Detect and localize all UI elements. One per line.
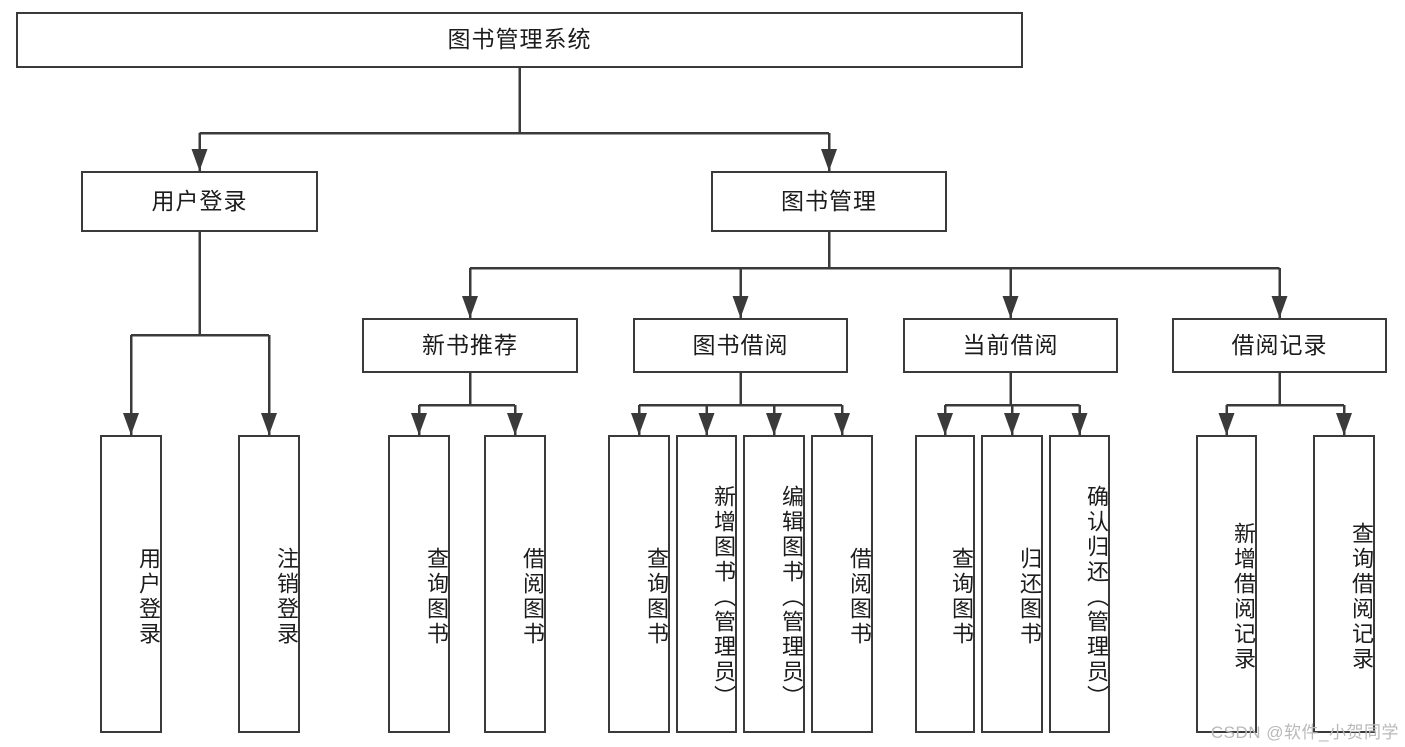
arrow-head-icon [1071, 413, 1088, 435]
node-l1a: 用户登录 [81, 171, 318, 232]
arrow-head-icon [1271, 296, 1288, 318]
node-label: 编辑图书（管理员） [779, 484, 804, 710]
node-label: 借阅图书 [520, 547, 545, 647]
arrow-head-icon [937, 413, 953, 435]
node-label: 查询图书 [424, 547, 449, 647]
node-label: 用户登录 [136, 547, 161, 647]
arrow-head-icon [1218, 413, 1235, 435]
node-label: 用户登录 [151, 187, 248, 214]
arrow-head-icon [821, 149, 837, 171]
node-label: 查询图书 [644, 547, 669, 647]
node-leaf13: 查询借阅记录 [1313, 435, 1375, 733]
node-leaf9: 查询图书 [915, 435, 975, 733]
arrow-head-icon [191, 149, 208, 171]
node-leaf1: 用户登录 [100, 435, 162, 733]
node-label: 新增图书（管理员） [711, 484, 736, 710]
arrow-head-icon [1002, 296, 1019, 318]
node-leaf3: 查询图书 [388, 435, 450, 733]
node-label: 查询借阅记录 [1349, 522, 1374, 672]
arrow-head-icon [507, 413, 523, 435]
arrow-head-icon [834, 413, 850, 435]
node-leaf5: 查询图书 [608, 435, 670, 733]
node-leaf7: 编辑图书（管理员） [743, 435, 805, 733]
node-label: 注销登录 [274, 547, 299, 647]
node-label: 新增借阅记录 [1231, 522, 1256, 672]
arrow-head-icon [732, 296, 749, 318]
node-label: 查询图书 [949, 547, 974, 647]
watermark-text: CSDN @软件_小贺同学 [1210, 723, 1399, 742]
node-label: 图书借阅 [692, 331, 789, 358]
node-l2c: 当前借阅 [903, 318, 1118, 373]
arrow-head-icon [1336, 413, 1352, 435]
arrow-head-icon [766, 413, 782, 435]
node-label: 图书管理 [781, 187, 877, 214]
node-label: 借阅记录 [1231, 331, 1328, 358]
node-label: 当前借阅 [962, 331, 1059, 358]
node-leaf6: 新增图书（管理员） [676, 435, 737, 733]
node-root: 图书管理系统 [16, 12, 1023, 68]
arrow-head-icon [631, 413, 647, 435]
node-label: 借阅图书 [847, 547, 872, 647]
node-label: 归还图书 [1017, 547, 1042, 647]
node-leaf4: 借阅图书 [484, 435, 546, 733]
arrow-head-icon [698, 413, 715, 435]
node-leaf10: 归还图书 [981, 435, 1043, 733]
node-label: 新书推荐 [422, 331, 518, 358]
node-leaf11: 确认归还（管理员） [1049, 435, 1110, 733]
node-leaf12: 新增借阅记录 [1196, 435, 1257, 733]
node-leaf2: 注销登录 [238, 435, 300, 733]
node-l2d: 借阅记录 [1172, 318, 1387, 373]
arrow-head-icon [261, 413, 277, 435]
arrow-head-icon [123, 413, 139, 435]
node-label: 图书管理系统 [447, 26, 592, 53]
node-leaf8: 借阅图书 [811, 435, 873, 733]
arrow-head-icon [462, 296, 478, 318]
node-label: 确认归还（管理员） [1084, 484, 1109, 710]
node-l2a: 新书推荐 [362, 318, 578, 373]
node-l1b: 图书管理 [711, 171, 947, 232]
node-l2b: 图书借阅 [633, 318, 848, 373]
arrow-head-icon [1004, 413, 1020, 435]
arrow-head-icon [411, 413, 427, 435]
